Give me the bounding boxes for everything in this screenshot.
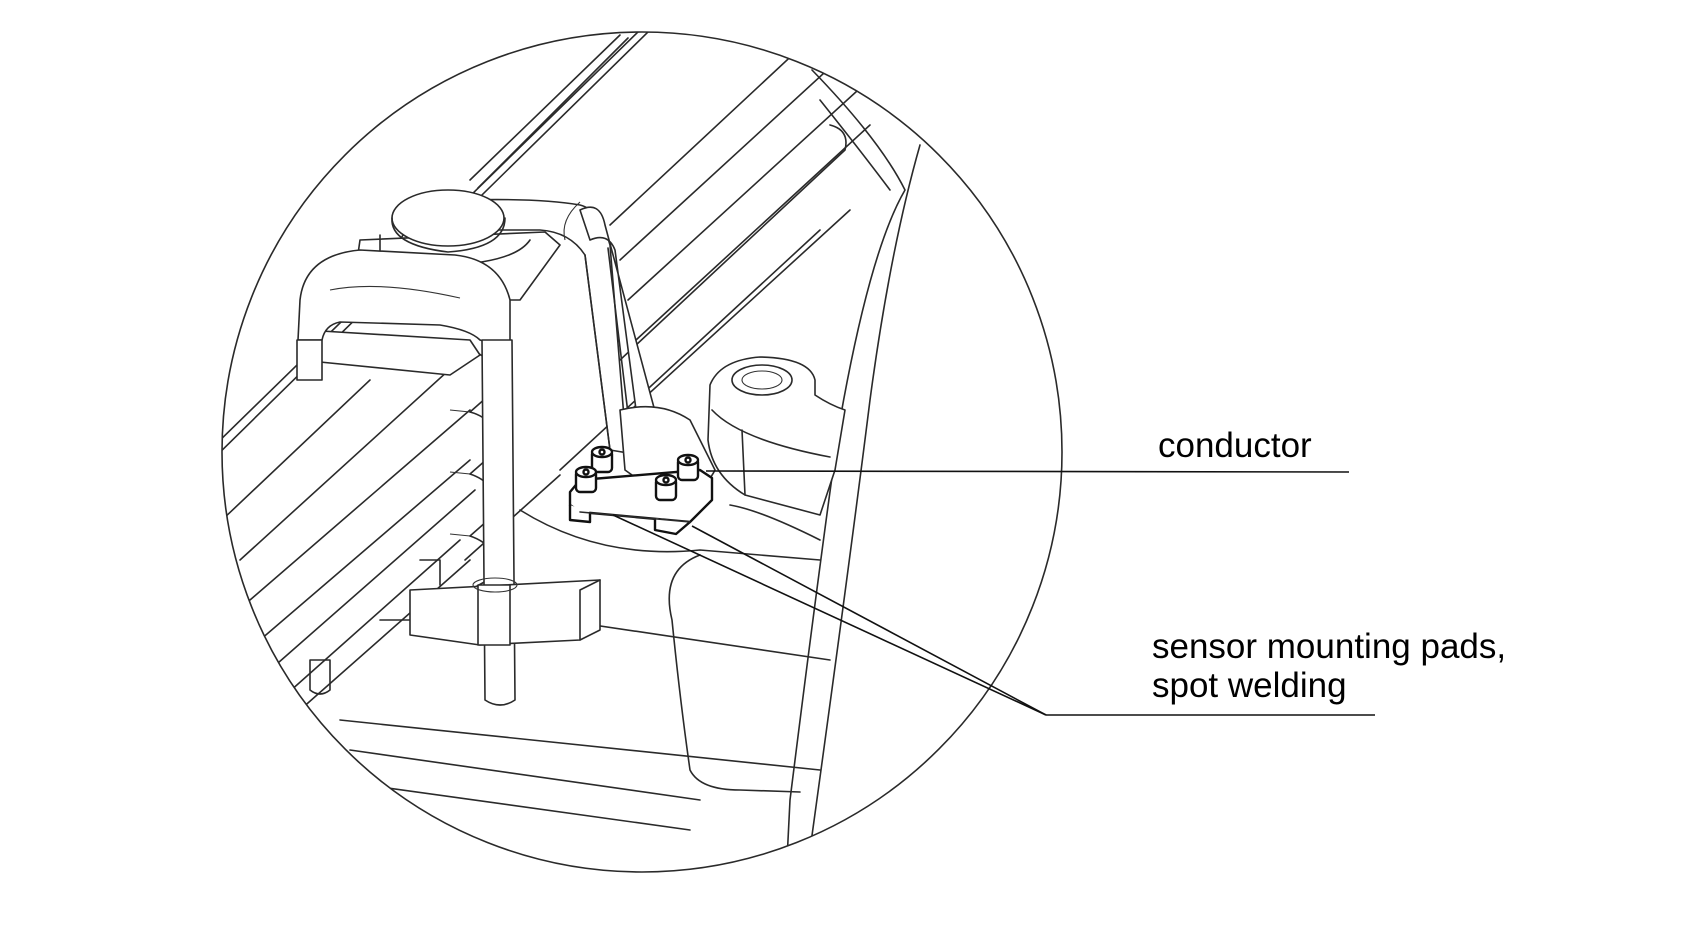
mounting-lug — [707, 356, 846, 516]
sensor-pads-leader — [612, 514, 1375, 716]
detail-circle — [221, 31, 1063, 873]
conductor-label: conductor — [1158, 426, 1312, 465]
sensor-stud — [590, 445, 614, 474]
bottom-plate — [409, 559, 601, 646]
chassis-bracket — [329, 69, 921, 872]
sensor-pads-label-line-1: sensor mounting pads, — [1152, 627, 1506, 666]
conductor-leader — [705, 470, 1350, 473]
sensor-pads-label-line-2: spot welding — [1152, 666, 1347, 705]
sensor-stud — [654, 473, 678, 502]
sensor-block — [568, 445, 714, 536]
sensor-stud — [574, 465, 598, 494]
sensor-stud — [676, 453, 700, 482]
detail-content — [222, 32, 921, 872]
